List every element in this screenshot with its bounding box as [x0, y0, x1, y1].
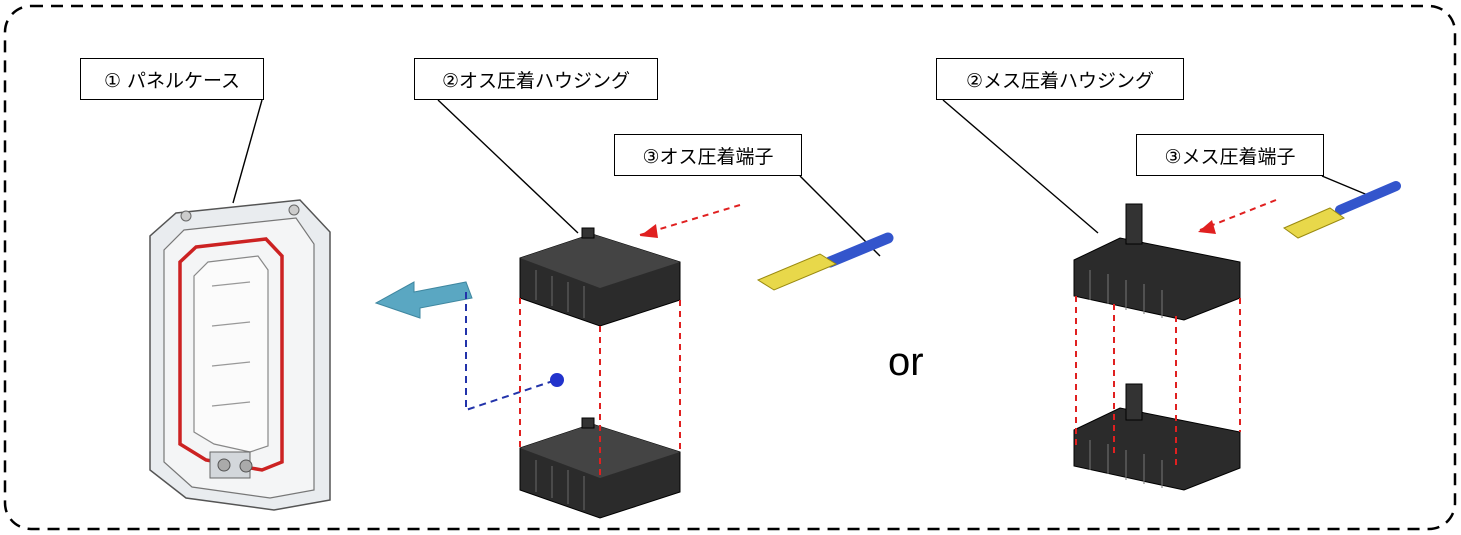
male-housing-bottom — [519, 417, 681, 519]
or-text: or — [888, 340, 924, 384]
female-red-guides — [1075, 199, 1277, 470]
female-housing-top — [1073, 203, 1241, 321]
female-terminal — [1282, 181, 1401, 239]
female-direction-arrowhead — [1198, 220, 1216, 234]
male-housing-top — [519, 227, 681, 327]
blue-guide-dot — [550, 373, 564, 387]
label-panel-case: ① パネルケース — [80, 58, 264, 100]
female-housing-bottom — [1073, 383, 1241, 491]
dashed-frame — [3, 4, 1457, 531]
label-male-terminal: ③オス圧着端子 — [614, 134, 802, 176]
insert-arrow — [374, 281, 473, 319]
leader-lines — [232, 99, 1371, 257]
label-female-terminal: ③メス圧着端子 — [1136, 134, 1324, 176]
blue-guide-line — [465, 292, 557, 412]
male-direction-arrowhead — [640, 224, 658, 238]
label-female-housing: ②メス圧着ハウジング — [936, 58, 1184, 100]
male-terminal — [756, 232, 894, 291]
male-red-guides — [519, 204, 741, 478]
label-male-housing: ②オス圧着ハウジング — [414, 58, 658, 100]
panel-case-illustration — [149, 199, 331, 511]
